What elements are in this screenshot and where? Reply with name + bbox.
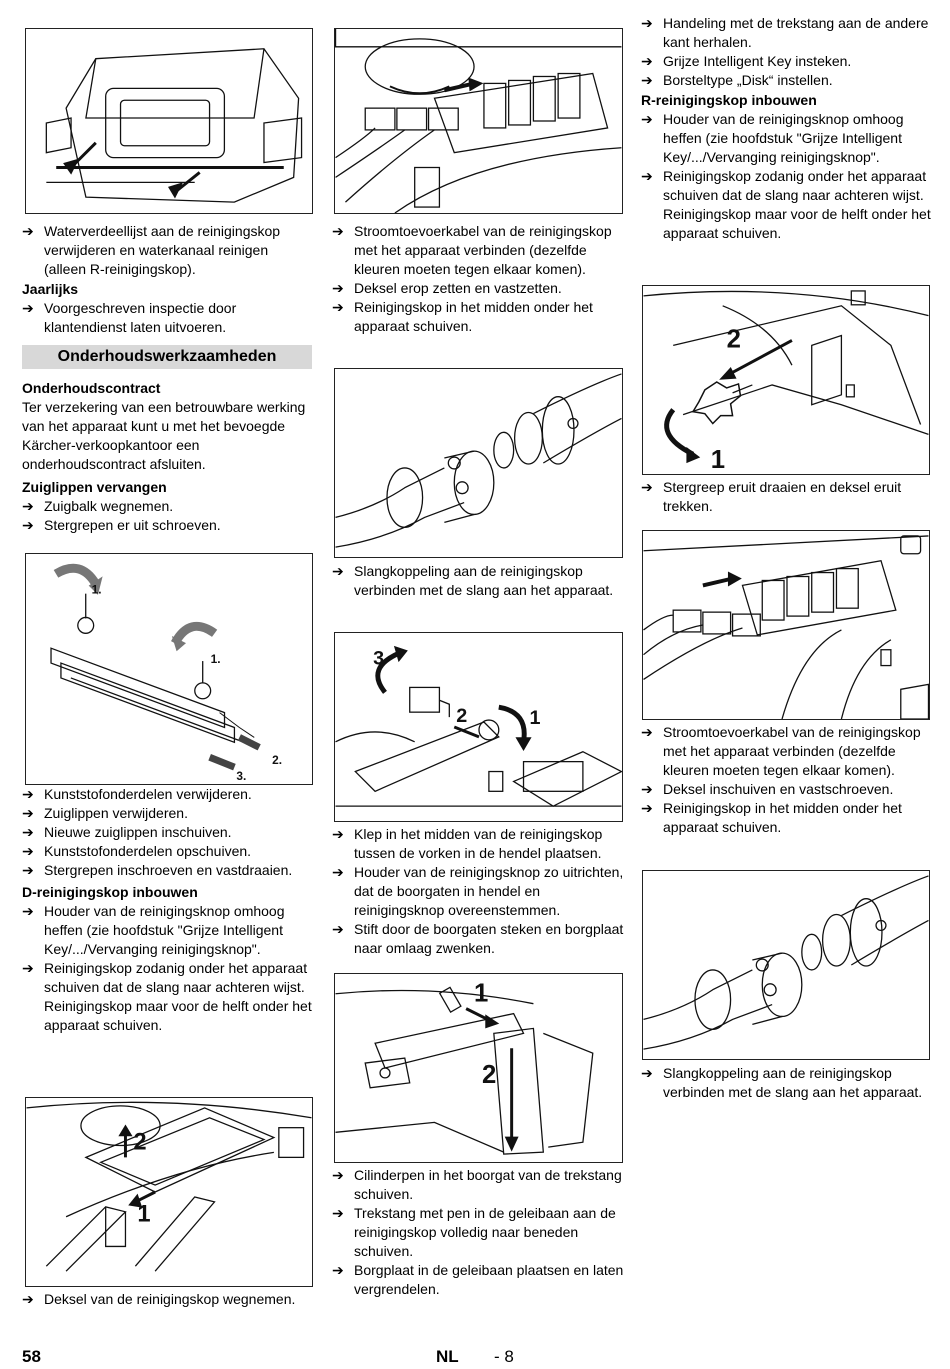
- figure-star-grip: 2 1: [642, 285, 930, 475]
- bullet: ➔Voorgeschreven inspectie door klantendi…: [22, 300, 237, 335]
- text-block-3: ➔Deksel van de reinigingskop wegnemen.: [22, 1290, 312, 1309]
- bullet: ➔Waterverdeellijst aan de reinigingskop …: [22, 223, 281, 277]
- figure-power-cable: [334, 28, 623, 214]
- bullet: ➔Stergrepen inschroeven en vastdraaien.: [22, 862, 293, 878]
- figure-hose-coupling-r: [642, 870, 930, 1060]
- label-2: 2.: [272, 753, 282, 767]
- bullet: ➔Stroomtoevoerkabel van de reinigingskop…: [332, 223, 612, 277]
- bullet: ➔Borsteltype „Disk“ instellen.: [641, 72, 833, 88]
- label-2: 2: [727, 325, 741, 353]
- bullet: ➔Deksel van de reinigingskop wegnemen.: [22, 1291, 296, 1307]
- label-1b: 1.: [211, 652, 221, 666]
- bullet: ➔Stergrepen er uit schroeven.: [22, 517, 221, 533]
- bullet: ➔Borgplaat in de geleibaan plaatsen en l…: [332, 1262, 624, 1297]
- bullet: ➔Klep in het midden van de reinigingskop…: [332, 826, 603, 861]
- bullet: ➔Houder van de reinigingsknop zo uitrich…: [332, 864, 624, 918]
- figure-suction-bar: 1. 1. 2. 3.: [25, 553, 313, 785]
- label-1: 1: [711, 446, 725, 474]
- paragraph-contract: Ter verzekering van een betrouwbare werk…: [22, 399, 306, 472]
- bullet: ➔Nieuwe zuiglippen inschuiven.: [22, 824, 232, 840]
- heading-zuiglippen: Zuiglippen vervangen: [22, 479, 167, 495]
- indented-note: Reinigingskop maar voor de helft onder h…: [44, 998, 312, 1033]
- bullet: ➔Stroomtoevoerkabel van de reinigingskop…: [641, 724, 921, 778]
- figure-cover-removal: 2 1: [25, 1097, 313, 1287]
- bullet: ➔Zuigbalk wegnemen.: [22, 498, 174, 514]
- bullet: ➔Houder van de reinigingsknop omhoog hef…: [641, 111, 904, 165]
- label-2: 2: [456, 705, 467, 727]
- heading-contract: Onderhoudscontract: [22, 380, 161, 396]
- text-block-4: ➔Slangkoppeling aan de reinigingskop ver…: [641, 1064, 931, 1102]
- bullet: ➔Trekstang met pen in de geleibaan aan d…: [332, 1205, 616, 1259]
- label-1a: 1.: [92, 583, 102, 597]
- bullet: ➔Zuiglippen verwijderen.: [22, 805, 188, 821]
- text-block-2: ➔Kunststofonderdelen verwijderen. ➔Zuigl…: [22, 785, 312, 1035]
- bullet: ➔Reinigingskop zodanig onder het apparaa…: [641, 168, 927, 203]
- text-block-1: ➔Handeling met de trekstang aan de ander…: [641, 14, 931, 243]
- label-1: 1: [137, 1202, 150, 1228]
- bullet: ➔Reinigingskop in het midden onder het a…: [332, 299, 593, 334]
- language-code: NL: [436, 1347, 459, 1366]
- section-header: Onderhoudswerkzaamheden: [22, 345, 312, 369]
- figure-pull-rod: 1 2: [334, 973, 623, 1163]
- bullet: ➔Stergreep eruit draaien en deksel eruit…: [641, 479, 902, 514]
- text-block-1: ➔Waterverdeellijst aan de reinigingskop …: [22, 222, 312, 535]
- bullet: ➔Grijze Intelligent Key insteken.: [641, 53, 852, 69]
- figure-water-distributor: [25, 28, 313, 214]
- heading-d-reinigingskop: D-reinigingskop inbouwen: [22, 884, 198, 900]
- text-block-2: ➔Stergreep eruit draaien en deksel eruit…: [641, 478, 931, 516]
- label-2: 2: [133, 1129, 146, 1155]
- text-block-1: ➔Stroomtoevoerkabel van de reinigingskop…: [332, 222, 624, 336]
- figure-hose-coupling: [334, 368, 623, 558]
- bullet: ➔Kunststofonderdelen verwijderen.: [22, 786, 252, 802]
- bullet: ➔Handeling met de trekstang aan de ander…: [641, 15, 929, 50]
- figure-power-cable-r: [642, 530, 930, 720]
- bullet: ➔Deksel inschuiven en vastschroeven.: [641, 781, 894, 797]
- indented-note: Reinigingskop maar voor de helft onder h…: [663, 206, 931, 241]
- label-3: 3: [373, 648, 384, 670]
- bullet: ➔Slangkoppeling aan de reinigingskop ver…: [641, 1065, 923, 1100]
- bullet: ➔Slangkoppeling aan de reinigingskop ver…: [332, 563, 614, 598]
- page-number: 58: [22, 1347, 41, 1366]
- bullet: ➔Kunststofonderdelen opschuiven.: [22, 843, 252, 859]
- label-1: 1: [529, 707, 540, 729]
- bullet: ➔Houder van de reinigingsknop omhoog hef…: [22, 903, 285, 957]
- label-3: 3.: [236, 769, 246, 783]
- heading-r-reinigingskop: R-reinigingskop inbouwen: [641, 92, 817, 108]
- bullet: ➔Deksel erop zetten en vastzetten.: [332, 280, 562, 296]
- label-1: 1: [474, 980, 488, 1008]
- sub-page-number: - 8: [494, 1347, 514, 1366]
- text-block-2: ➔Slangkoppeling aan de reinigingskop ver…: [332, 562, 624, 600]
- bullet: ➔Reinigingskop in het midden onder het a…: [641, 800, 902, 835]
- label-2: 2: [482, 1061, 496, 1089]
- bullet: ➔Reinigingskop zodanig onder het apparaa…: [22, 960, 308, 995]
- bullet: ➔Cilinderpen in het boorgat van de treks…: [332, 1167, 622, 1202]
- bullet: ➔Stift door de boorgaten steken en borgp…: [332, 921, 624, 956]
- text-block-3: ➔Klep in het midden van de reinigingskop…: [332, 825, 624, 958]
- text-block-3: ➔Stroomtoevoerkabel van de reinigingskop…: [641, 723, 931, 837]
- heading-jaarlijks: Jaarlijks: [22, 281, 79, 297]
- figure-lever-mount: 3 2 1: [334, 632, 623, 822]
- text-block-4: ➔Cilinderpen in het boorgat van de treks…: [332, 1166, 624, 1299]
